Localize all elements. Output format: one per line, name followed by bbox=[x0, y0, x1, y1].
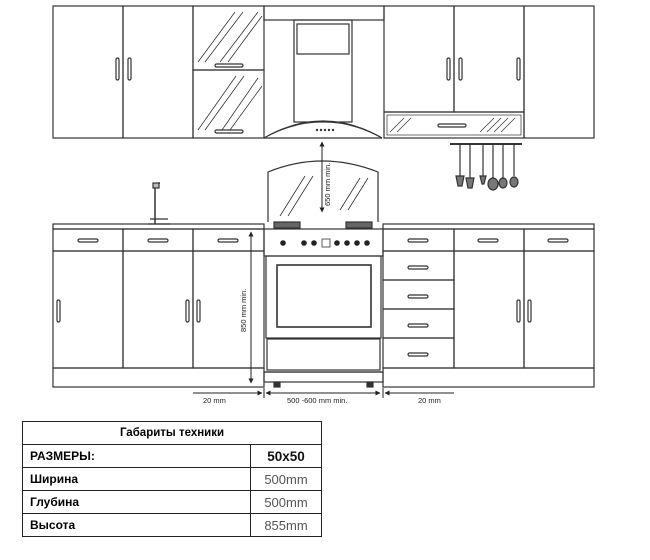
spec-value: 855mm bbox=[250, 513, 322, 537]
countertop-left bbox=[52, 223, 265, 230]
table-row: РАЗМЕРЫ: 50x50 bbox=[22, 444, 322, 468]
utensil-rail bbox=[450, 143, 522, 191]
specs-title: Габариты техники bbox=[22, 421, 322, 445]
spec-label: Ширина bbox=[22, 467, 251, 491]
gap-right-label: 20 mm bbox=[418, 396, 441, 405]
table-row: Глубина 500mm bbox=[22, 490, 322, 514]
specs-header-row: Габариты техники bbox=[22, 421, 322, 445]
upper-cabinet-left bbox=[52, 5, 194, 139]
spec-label: Высота bbox=[22, 513, 251, 537]
stove-width-label: 500 -600 mm min. bbox=[287, 396, 347, 405]
spec-value: 500mm bbox=[250, 490, 322, 514]
table-row: Ширина 500mm bbox=[22, 467, 322, 491]
hood-clearance-label: 650 mm min. bbox=[323, 163, 332, 206]
kitchen-installation-diagram: 650 mm min. 850 mm min. 20 mm 500 -600 m… bbox=[52, 5, 595, 405]
table-row: Высота 855mm bbox=[22, 513, 322, 537]
gap-left-label: 20 mm bbox=[203, 396, 226, 405]
spec-value: 50x50 bbox=[250, 444, 322, 468]
range-hood bbox=[263, 5, 385, 139]
specs-table: Габариты техники РАЗМЕРЫ: 50x50 Ширина 5… bbox=[22, 421, 322, 537]
faucet bbox=[148, 182, 170, 225]
base-cabinet-left bbox=[52, 228, 265, 388]
spec-label: Глубина bbox=[22, 490, 251, 514]
upper-cabinet-right bbox=[383, 5, 595, 139]
spec-value: 500mm bbox=[250, 467, 322, 491]
spec-label: РАЗМЕРЫ: bbox=[22, 444, 251, 468]
gas-stove bbox=[263, 221, 384, 388]
cabinet-height-label: 850 mm min. bbox=[239, 289, 248, 332]
upper-cabinet-glass bbox=[192, 5, 265, 139]
base-cabinet-right bbox=[382, 228, 595, 388]
countertop-right bbox=[382, 223, 595, 230]
upper-glass-shelf bbox=[383, 111, 525, 139]
